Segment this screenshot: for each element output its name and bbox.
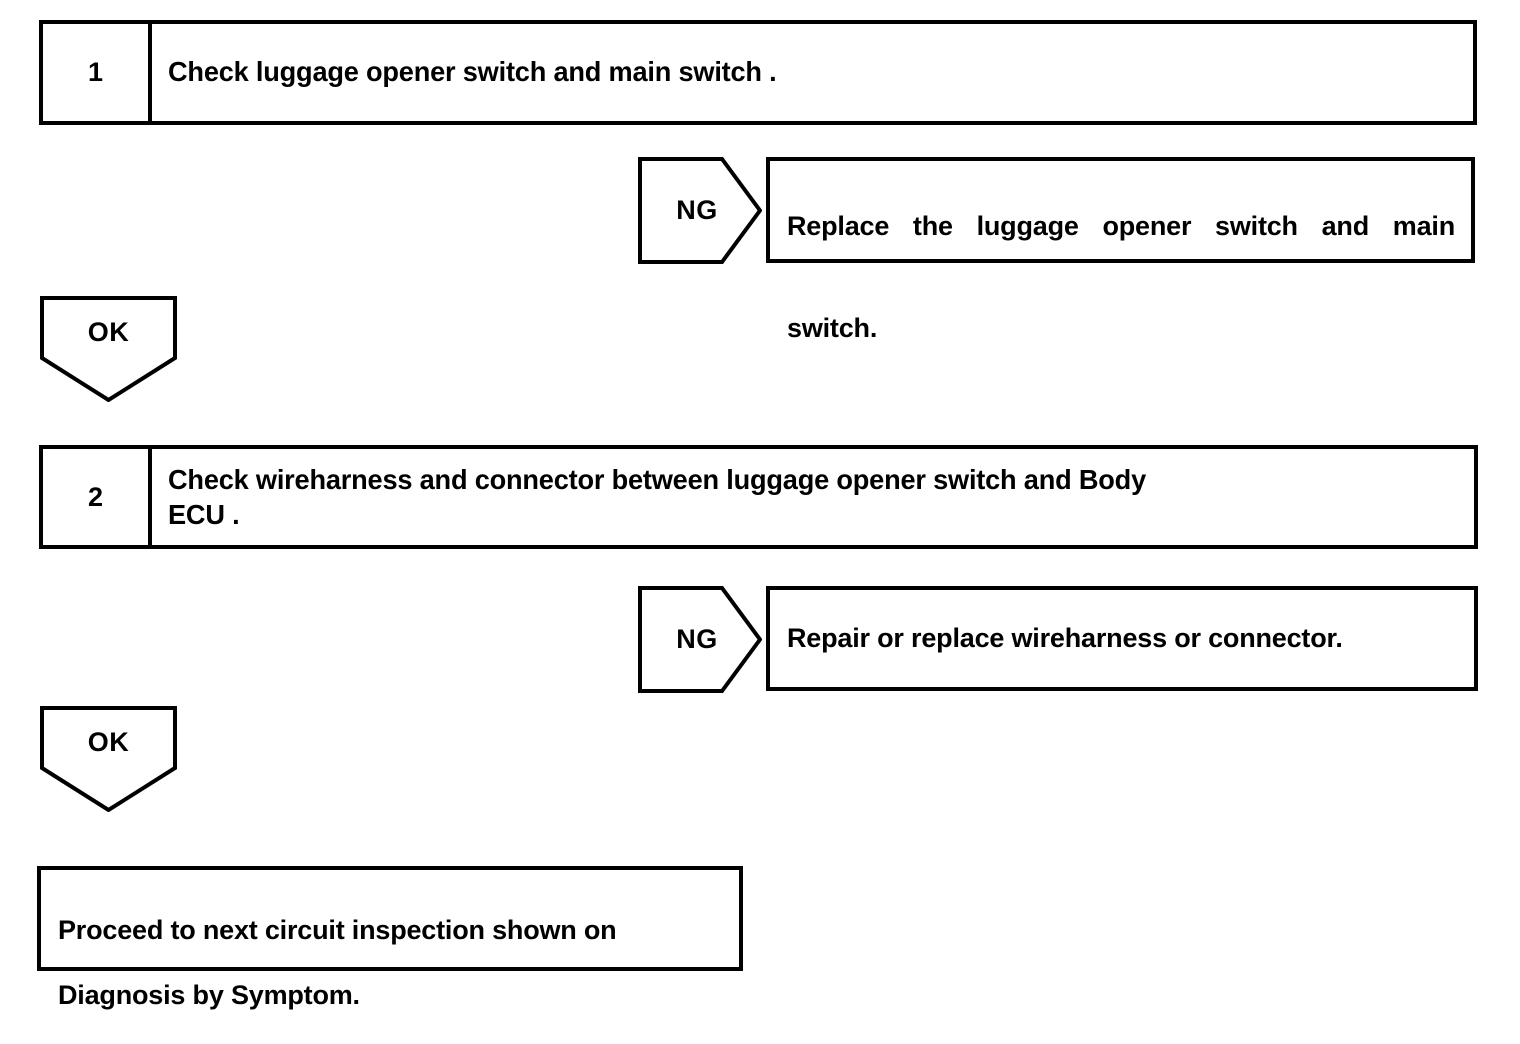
final-result-text: Proceed to next circuit inspection shown… [41,870,739,1044]
ng-tag-label-2: NG [676,624,718,654]
ok-tag-label-1: OK [87,316,130,347]
ng-result-line-1b: switch. [787,313,878,344]
ng-result-line-1a: Replace the luggage opener switch and ma… [787,211,1455,242]
ng-tag-1: NG [638,157,762,264]
final-result-line-1: Proceed to next circuit inspection shown… [58,915,617,946]
ng-tag-2: NG [638,586,762,693]
final-result-box: Proceed to next circuit inspection shown… [37,866,743,1010]
flowchart-canvas: 1 Check luggage opener switch and main s… [37,20,1478,1010]
step-box-2: 2 Check wireharness and connector betwee… [39,445,1478,549]
ng-result-box-1: Replace the luggage opener switch and ma… [766,157,1475,343]
step-instruction-2: Check wireharness and connector between … [168,464,1146,530]
ng-result-text-2: Repair or replace wireharness or connect… [787,623,1343,654]
ng-tag-label-1: NG [676,195,718,225]
ng-result-box-2: Repair or replace wireharness or connect… [766,586,1478,691]
ok-tag-1: OK [40,296,177,402]
ng-result-text-1: Replace the luggage opener switch and ma… [770,161,1471,379]
step-box-1: 1 Check luggage opener switch and main s… [39,20,1477,125]
final-result-line-2: Diagnosis by Symptom. [58,980,360,1011]
step-number-1: 1 [43,24,152,121]
step-text-container-2: Check wireharness and connector between … [152,449,1474,545]
ok-tag-2: OK [40,706,177,812]
ok-tag-label-2: OK [87,726,130,757]
step-text-container-1: Check luggage opener switch and main swi… [152,24,1473,121]
step-number-2: 2 [43,449,152,545]
step-instruction-1: Check luggage opener switch and main swi… [168,56,777,88]
